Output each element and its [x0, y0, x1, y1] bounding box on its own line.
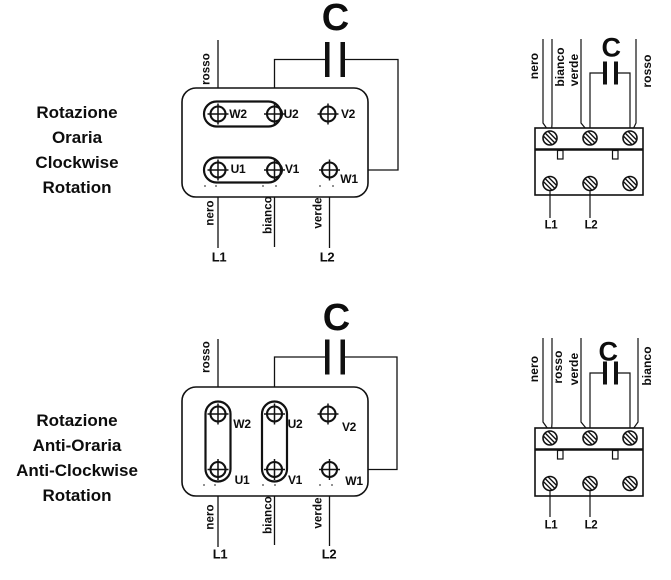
- cw-nero-label: nero: [204, 200, 217, 226]
- cw-tb-screw-top-2: [582, 130, 598, 146]
- cw-tb-notch-2: [611, 149, 619, 160]
- clockwise-title: Rotazione Oraria Clockwise Rotation: [2, 100, 152, 200]
- cw-terminal-label-v2: V2: [340, 107, 356, 121]
- anticlockwise-title: Rotazione Anti-Oraria Anti-Clockwise Rot…: [2, 408, 152, 508]
- cw-line-label-l1: L1: [211, 249, 227, 265]
- cw-verde-label: verde: [312, 197, 325, 229]
- ccw-line-label-l2: L2: [321, 546, 337, 562]
- ccw-tb-screw-bottom-2: [582, 475, 598, 492]
- ccw-terminal-label-u1: U1: [234, 473, 250, 487]
- cw-tb-screw-top-1: [542, 130, 558, 146]
- cw-tb-verde-wire: [580, 39, 589, 132]
- cw-tb-body: [534, 127, 644, 196]
- cw-terminal-block: [534, 39, 644, 218]
- ccw-tb-line-label-l1: L1: [544, 519, 558, 532]
- title-line: Oraria: [51, 128, 103, 147]
- ccw-verde-label: verde: [312, 497, 325, 529]
- cw-tb-line-wires: [549, 190, 591, 218]
- cw-terminal-label-v1: V1: [284, 162, 300, 176]
- ccw-dots: [203, 484, 333, 486]
- cw-capacitor-plate-right: [340, 42, 345, 77]
- ccw-tb-notch-1: [556, 449, 564, 460]
- ccw-terminal-label-w2: W2: [233, 417, 251, 431]
- ccw-tb-screw-top-3: [622, 430, 638, 446]
- cw-tb-screw-bottom-3: [622, 175, 638, 192]
- ccw-tb-screw-top-1: [542, 430, 558, 446]
- title-line: Rotation: [42, 486, 112, 505]
- ccw-tb-line-wires: [549, 490, 591, 517]
- ccw-capacitor-label: C: [322, 297, 350, 339]
- ccw-line-label-l1: L1: [212, 546, 228, 562]
- title-line: Rotation: [42, 178, 112, 197]
- cw-main-diagram: [181, 40, 399, 248]
- cw-capacitor-label: C: [321, 0, 349, 39]
- ccw-rosso-label: rosso: [200, 341, 213, 373]
- cw-tb-screw-bottom-2: [582, 175, 598, 192]
- cw-bianco-label: bianco: [262, 196, 275, 234]
- ccw-tb-notch-2: [611, 449, 619, 460]
- cw-tb-capacitor-plate-right: [614, 61, 618, 85]
- ccw-tb-screw-bottom-1: [542, 475, 558, 492]
- cw-dots: [204, 185, 334, 187]
- ccw-tb-screw-bottom-3: [622, 475, 638, 492]
- ccw-nero-label: nero: [204, 504, 217, 530]
- ccw-tb-capacitor-label: C: [598, 336, 619, 367]
- cw-tb-rosso-label: rosso: [640, 54, 654, 88]
- cw-terminal-label-u2: U2: [283, 107, 299, 121]
- cw-capacitor-plate-left: [325, 42, 330, 77]
- cw-line-label-l2: L2: [319, 249, 335, 265]
- cw-tb-capacitor-wires: [589, 72, 631, 131]
- ccw-tb-bianco-wire: [631, 338, 639, 431]
- ccw-capacitor-plate-right: [340, 339, 345, 375]
- cw-terminal-label-w2: W2: [229, 107, 247, 121]
- ccw-terminal-label-v1: V1: [287, 473, 303, 487]
- ccw-tb-line-label-l2: L2: [584, 519, 598, 532]
- ccw-tb-bianco-label: bianco: [640, 346, 654, 386]
- ccw-capacitor-plate-left: [325, 339, 330, 375]
- ccw-tb-nero-wire: [542, 338, 550, 431]
- cw-tb-nero-label: nero: [527, 52, 541, 80]
- ccw-tb-screw-top-2: [582, 430, 598, 446]
- title-line: Clockwise: [35, 153, 119, 172]
- cw-terminal-label-w1: W1: [340, 172, 358, 186]
- ccw-tb-capacitor-wires: [589, 372, 631, 430]
- cw-tb-notch-1: [556, 149, 564, 160]
- ccw-terminal-block: [534, 338, 644, 517]
- ccw-tb-body: [534, 427, 644, 497]
- cw-tb-capacitor-label: C: [601, 32, 622, 63]
- ccw-tb-rosso-label: rosso: [551, 350, 565, 384]
- cw-tb-verde-label: verde: [567, 53, 581, 87]
- ccw-tb-capacitor-plate-right: [614, 361, 618, 385]
- cw-tb-line-label-l2: L2: [584, 219, 598, 232]
- ccw-bianco-label: bianco: [262, 496, 275, 534]
- ccw-tb-nero-label: nero: [527, 355, 541, 383]
- ccw-bridge-u2-v1: [260, 400, 289, 483]
- cw-tb-screw-top-3: [622, 130, 638, 146]
- title-line: Rotazione: [36, 411, 118, 430]
- cw-tb-bianco-label: bianco: [553, 47, 567, 87]
- ccw-tb-verde-label: verde: [567, 352, 581, 386]
- cw-tb-screw-bottom-1: [542, 175, 558, 192]
- ccw-bridge-w2-u1: [204, 400, 232, 483]
- cw-tb-bianco-wire: [550, 39, 553, 132]
- cw-rosso-label: rosso: [200, 53, 213, 85]
- ccw-tb-verde-wire: [580, 338, 589, 431]
- ccw-terminal-label-v2: V2: [341, 420, 357, 434]
- cw-terminal-label-u1: U1: [230, 162, 246, 176]
- ccw-main-diagram: [181, 339, 398, 547]
- title-line: Anti-Oraria: [32, 436, 122, 455]
- cw-tb-rosso-wire: [631, 39, 637, 132]
- cw-tb-capacitor-plate-left: [603, 61, 607, 85]
- ccw-tb-capacitor-plate-left: [603, 361, 607, 385]
- ccw-terminal-label-u2: U2: [287, 417, 303, 431]
- cw-tb-nero-wire: [542, 39, 550, 132]
- title-line: Anti-Clockwise: [16, 461, 138, 480]
- title-line: Rotazione: [36, 103, 118, 122]
- ccw-terminal-label-w1: W1: [345, 474, 363, 488]
- cw-tb-line-label-l1: L1: [544, 219, 558, 232]
